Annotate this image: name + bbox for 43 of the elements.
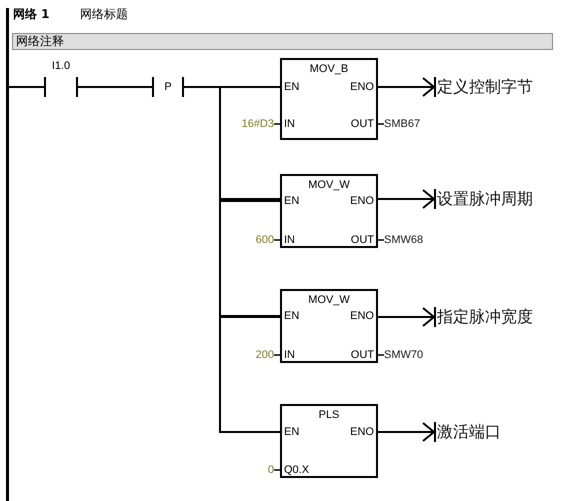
comment-band: 网络注释 [12, 33, 553, 50]
pin-label: IN [284, 118, 295, 130]
function-block [280, 58, 378, 140]
pin-label: OUT [350, 234, 374, 246]
pin-label: ENO [350, 426, 374, 438]
input-value: 0 [268, 464, 274, 476]
pin-label: Q0.X [284, 464, 310, 476]
input-value: 600 [256, 234, 274, 246]
output-comment: 定义控制字节 [437, 77, 533, 97]
pin-label: EN [284, 81, 300, 93]
contact: I1.0 [44, 60, 78, 97]
pin-label: EN [284, 426, 300, 438]
wire [78, 86, 152, 88]
output-operand: SMB67 [384, 118, 420, 130]
block-name: MOV_W [308, 294, 350, 306]
function-block [280, 404, 378, 478]
function-block [280, 289, 378, 363]
block-name: MOV_W [308, 179, 350, 191]
pin-label: IN [284, 349, 295, 361]
output-comment: 激活端口 [437, 422, 501, 442]
network-number: 网络 1 [13, 7, 50, 21]
output-comment: 指定脉冲宽度 [437, 307, 533, 327]
function-block [280, 174, 378, 248]
pin-label: OUT [350, 349, 374, 361]
pin-label: ENO [350, 195, 374, 207]
output-operand: SMW70 [384, 349, 424, 361]
pin-label: IN [284, 234, 295, 246]
input-value: 200 [256, 349, 274, 361]
output-comment: 设置脉冲周期 [437, 189, 533, 209]
block-name: PLS [318, 409, 340, 421]
pin-label: EN [284, 310, 300, 322]
pin-label: EN [284, 195, 300, 207]
power-rail [6, 8, 9, 501]
block-name: MOV_B [310, 63, 348, 75]
wire [9, 86, 44, 88]
wire [184, 86, 280, 433]
pin-label: OUT [350, 118, 374, 130]
pin-label: ENO [350, 81, 374, 93]
pin-label: ENO [350, 310, 374, 322]
network-title: 网络标题 [80, 7, 128, 21]
contact: P [152, 77, 184, 97]
output-operand: SMW68 [384, 234, 424, 246]
input-value: 16#D3 [242, 118, 274, 130]
